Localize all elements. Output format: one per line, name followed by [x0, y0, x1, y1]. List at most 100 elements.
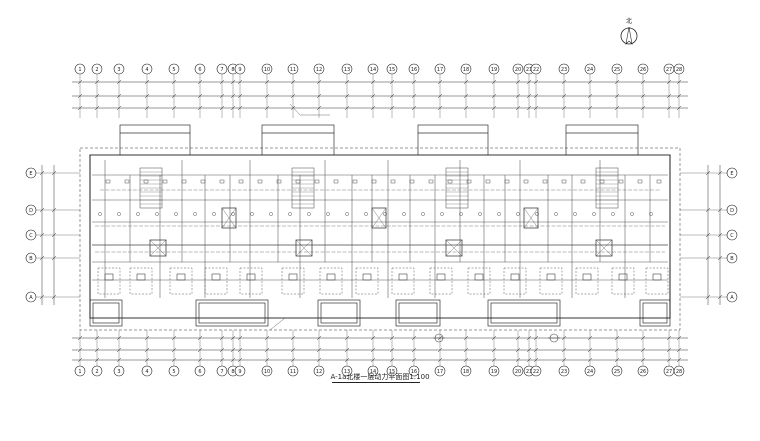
- dimension-tick: [676, 105, 682, 111]
- dimension-tick: [316, 105, 322, 111]
- grid-bubble-label: 23: [561, 67, 567, 73]
- room-equipment-zone: [319, 267, 343, 295]
- switch-symbol: [238, 179, 244, 184]
- dimension-tick: [666, 357, 672, 363]
- grid-bubble-label: 15: [389, 67, 395, 73]
- dimension-tick: [491, 79, 497, 85]
- grid-bubble: [234, 63, 246, 75]
- grid-bubble: [194, 365, 206, 377]
- grid-bubble-label: 15: [389, 369, 395, 375]
- dimension-tick: [614, 335, 620, 341]
- dimension-tick: [463, 357, 469, 363]
- leader-line: [289, 103, 330, 116]
- balcony: [195, 299, 269, 327]
- dimension-tick: [116, 79, 122, 85]
- dimension-tick: [515, 357, 521, 363]
- dimension-tick: [389, 347, 395, 353]
- grid-bubble: [584, 365, 596, 377]
- exterior-wall: [89, 154, 671, 319]
- drawing-title: A-1a北楼一层动力平面图1:100: [330, 373, 430, 381]
- outlet-symbol: [136, 212, 140, 216]
- grid-bubble-label: 25: [614, 369, 620, 375]
- grid-bubble-label: 4: [145, 369, 148, 375]
- switch-symbol: [276, 179, 282, 184]
- switch-symbol: [333, 179, 339, 184]
- grid-bubble: [637, 365, 649, 377]
- dimension-tick: [561, 347, 567, 353]
- distribution-box: [652, 273, 662, 281]
- room-equipment-zone: [539, 267, 563, 295]
- dimension-tick: [666, 335, 672, 341]
- dimension-tick: [264, 105, 270, 111]
- dimension-tick: [144, 335, 150, 341]
- dimension-tick: [219, 93, 225, 99]
- dimension-tick: [316, 335, 322, 341]
- balcony: [639, 299, 671, 327]
- leader-line: [269, 317, 286, 331]
- distribution-box: [582, 273, 592, 281]
- grid-bubble: [287, 63, 299, 75]
- dimension-tick: [515, 105, 521, 111]
- grid-bubble: [460, 63, 472, 75]
- balcony-inner: [490, 302, 558, 324]
- dimension-tick: [561, 105, 567, 111]
- grid-bubble-label: 26: [640, 369, 646, 375]
- grid-bubble-label: 3: [117, 369, 120, 375]
- switch-symbol: [352, 179, 358, 184]
- grid-bubble: [367, 63, 379, 75]
- switch-symbol: [580, 179, 586, 184]
- dimension-tick: [463, 79, 469, 85]
- room-equipment-zone: [467, 267, 491, 295]
- dimension-tick: [717, 232, 723, 238]
- grid-bubble: [261, 365, 273, 377]
- dimension-tick: [264, 79, 270, 85]
- grid-bubble-label: 10: [264, 67, 270, 73]
- dimension-tick: [717, 294, 723, 300]
- dimension-tick: [614, 357, 620, 363]
- dimension-tick: [39, 255, 45, 261]
- distribution-box: [436, 273, 446, 281]
- room-equipment-zone: [97, 267, 121, 295]
- room-equipment-zone: [503, 267, 527, 295]
- outlet-symbol: [212, 212, 216, 216]
- dimension-tick: [389, 357, 395, 363]
- grid-bubble: [488, 63, 500, 75]
- dimension-tick: [411, 347, 417, 353]
- dimension-tick: [94, 105, 100, 111]
- dimension-tick: [705, 255, 711, 261]
- dimension-tick: [94, 93, 100, 99]
- switch-symbol: [124, 179, 130, 184]
- room-equipment-zone: [645, 267, 669, 295]
- room-equipment-zone: [169, 267, 193, 295]
- grid-bubble-label: 20: [515, 369, 521, 375]
- balcony: [487, 299, 561, 327]
- dimension-tick: [290, 347, 296, 353]
- entrance-canopy: [261, 124, 335, 156]
- dimension-tick: [344, 347, 350, 353]
- grid-bubble-label: 8: [231, 67, 234, 73]
- grid-bubble: [74, 63, 86, 75]
- dimension-tick: [587, 105, 593, 111]
- dimension-tick: [491, 347, 497, 353]
- dimension-tick: [463, 335, 469, 341]
- balcony: [89, 299, 123, 327]
- outlet-symbol: [193, 212, 197, 216]
- grid-bubble-label: D: [29, 208, 33, 214]
- grid-bubble-label: A: [730, 295, 734, 301]
- grid-bubble-label: 14: [370, 67, 376, 73]
- grid-bubble: [287, 365, 299, 377]
- grid-bubble-label: B: [29, 256, 33, 262]
- dimension-tick: [533, 357, 539, 363]
- distribution-box: [398, 273, 408, 281]
- grid-bubble-label: 22: [533, 369, 539, 375]
- grid-bubble: [313, 63, 325, 75]
- grid-bubble-label: 18: [463, 369, 469, 375]
- outlet-symbol: [440, 212, 444, 216]
- grid-bubble: [584, 63, 596, 75]
- grid-bubble: [25, 167, 37, 179]
- dimension-tick: [411, 357, 417, 363]
- dimension-tick: [39, 207, 45, 213]
- distribution-box: [326, 273, 336, 281]
- dimension-tick: [515, 93, 521, 99]
- grid-bubble: [367, 365, 379, 377]
